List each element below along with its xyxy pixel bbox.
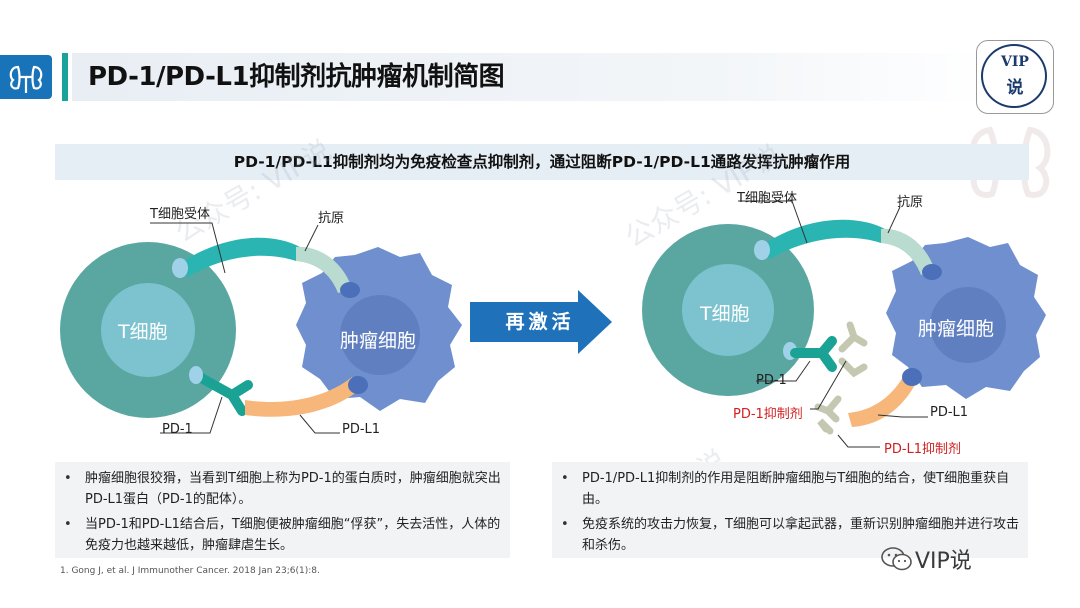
pd1-leader	[160, 396, 223, 434]
pd1-leader	[756, 360, 811, 382]
pdl1-base	[348, 376, 368, 394]
tcr-leader	[150, 222, 226, 274]
antigen-leader	[304, 224, 319, 252]
kidney-logo-icon	[9, 65, 43, 93]
pdl1-inhibitor-leader	[837, 434, 880, 448]
badge-ring	[981, 44, 1047, 108]
left-tumor-label: 肿瘤细胞	[340, 330, 417, 352]
badge-line1: VIP	[1001, 54, 1029, 70]
left-notes-box: 肿瘤细胞很狡猾，当看到T细胞上称为PD-1的蛋白质时，肿瘤细胞就突出PD-L1蛋…	[55, 462, 510, 558]
pdl1-base	[902, 368, 922, 386]
right-pdl1-label: PD-L1	[930, 405, 969, 420]
reference: 1. Gong J, et al. J Immunother Cancer. 2…	[60, 566, 320, 576]
pdl1-leader	[299, 414, 340, 434]
pdl1-shape	[848, 375, 916, 427]
antigen-base	[922, 264, 942, 280]
right-note-item: PD-1/PD-L1抑制剂的作用是阻断肿瘤细胞与T细胞的结合，使T细胞重获自由。	[552, 468, 1028, 510]
antigen-leader	[887, 206, 901, 234]
left-antigen-label: 抗原	[318, 211, 345, 226]
right-pd1-inhibitor-label: PD-1抑制剂	[733, 407, 803, 422]
pdl1-shape	[245, 377, 358, 417]
left-tcr-label: T细胞受体	[150, 207, 210, 222]
wechat-label: VIP说	[915, 549, 972, 574]
right-notes-box: PD-1/PD-L1抑制剂的作用是阻断肿瘤细胞与T细胞的结合，使T细胞重获自由。…	[552, 462, 1028, 558]
right-pd1-label: PD-1	[756, 373, 787, 388]
wechat-icon	[881, 547, 912, 571]
logo-tile	[0, 55, 52, 99]
pd1-base	[189, 366, 203, 384]
pdl1-inhibitor-shape	[814, 395, 842, 435]
left-diagram	[60, 222, 462, 434]
left-t-cell-label: T细胞	[118, 321, 168, 343]
antigen-shape	[881, 228, 935, 275]
subtitle: PD-1/PD-L1抑制剂均为免疫检查点抑制剂，通过阻断PD-1/PD-L1通路…	[233, 153, 851, 171]
t-cell-nucleus	[682, 264, 774, 356]
antigen-shape	[296, 246, 352, 293]
right-tcr-label: T细胞受体	[737, 191, 797, 206]
pdl1-leader	[877, 414, 928, 418]
tcr-shape	[178, 237, 300, 277]
badge-line2: 说	[1006, 78, 1024, 98]
tumor-cell-nucleus	[930, 287, 1006, 363]
pd1-shape	[790, 336, 837, 372]
pd1-inhibitor-leader	[810, 360, 847, 410]
left-pdl1-label: PD-L1	[342, 422, 381, 437]
right-t-cell-label: T细胞	[700, 303, 750, 325]
title-band	[72, 53, 998, 101]
tumor-cell-nucleus	[340, 295, 420, 375]
left-note-item: 当PD-1和PD-L1结合后，T细胞便被肿瘤细胞“俘获”，失去活性，人体的免疫力…	[55, 514, 510, 556]
subtitle-band	[55, 144, 1029, 180]
left-pd1-label: PD-1	[162, 422, 193, 437]
vip-badge: VIP 说	[976, 40, 1054, 114]
tcr-shape	[760, 219, 885, 259]
page-title: PD-1/PD-L1抑制剂抗肿瘤机制简图	[88, 62, 505, 92]
tcr-base	[172, 258, 188, 278]
right-pdl1-inhibitor-label: PD-L1抑制剂	[884, 442, 962, 457]
right-tumor-label: 肿瘤细胞	[918, 318, 995, 340]
arrow-label: 再激活	[505, 311, 575, 333]
right-diagram	[642, 200, 1046, 448]
reactivate-arrow	[470, 290, 612, 354]
tcr-base	[754, 240, 770, 260]
right-note-item: 免疫系统的攻击力恢复，T细胞可以拿起武器，重新识别肿瘤细胞并进行攻击和杀伤。	[552, 514, 1028, 556]
tcr-leader	[738, 200, 808, 244]
t-cell-nucleus	[101, 283, 195, 377]
antigen-base	[340, 282, 360, 298]
title-accent-bar	[62, 53, 68, 101]
pd1-inhibitor-shape	[838, 321, 868, 378]
left-note-item: 肿瘤细胞很狡猾，当看到T细胞上称为PD-1的蛋白质时，肿瘤细胞就突出PD-L1蛋…	[55, 468, 510, 510]
right-antigen-label: 抗原	[897, 195, 924, 210]
